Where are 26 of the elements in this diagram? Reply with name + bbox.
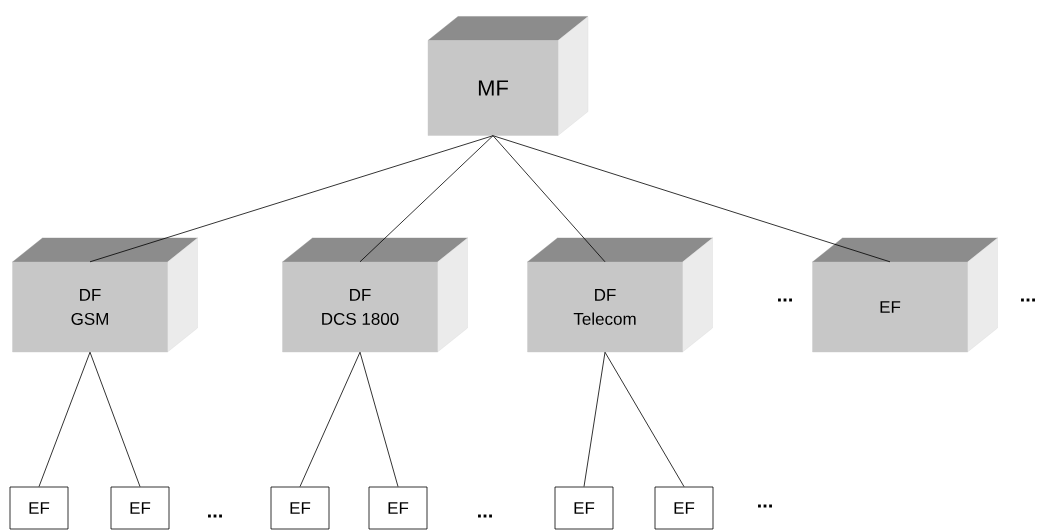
process-box: EF	[554, 486, 614, 530]
process-box: EF	[270, 486, 330, 530]
process-box: EF	[110, 486, 170, 530]
connector-line	[89, 135, 494, 263]
connector-line	[299, 351, 361, 487]
connector-line	[38, 351, 91, 487]
cube-box: DF GSM	[12, 237, 198, 353]
ellipsis: ...	[778, 298, 792, 302]
ellipsis: ...	[208, 514, 222, 518]
cube-box: DF Telecom	[527, 237, 713, 353]
cube-box: MF	[427, 16, 589, 136]
ellipsis: ...	[758, 504, 772, 508]
ellipsis: ...	[1021, 298, 1035, 302]
connector-line	[359, 351, 399, 487]
process-box: EF	[9, 486, 69, 530]
connector-line	[359, 135, 494, 263]
connector-line	[492, 135, 606, 263]
process-box: EF	[654, 486, 714, 530]
cube-box: EF	[812, 237, 998, 353]
ellipsis: ...	[478, 514, 492, 518]
cube-box: DF DCS 1800	[282, 237, 468, 353]
connector-line	[492, 135, 891, 263]
connector-line	[604, 351, 685, 487]
process-box: EF	[368, 486, 428, 530]
connector-line	[583, 351, 606, 487]
connector-line	[89, 351, 141, 487]
